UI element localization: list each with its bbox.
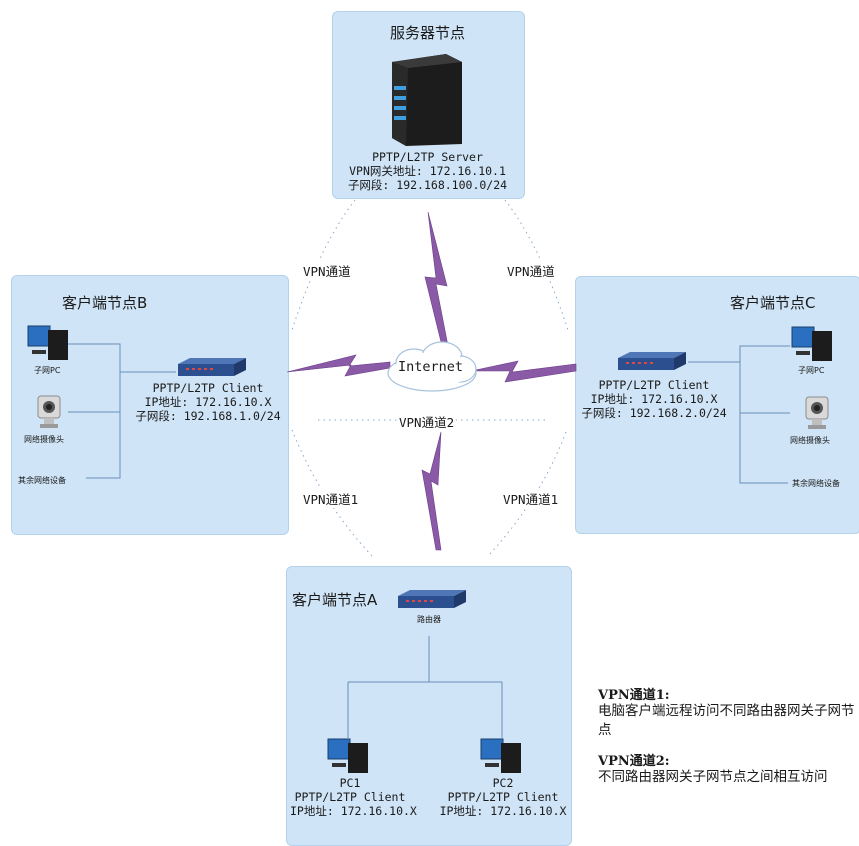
lightning-top xyxy=(424,211,449,347)
pc1-role: PPTP/L2TP Client xyxy=(294,790,406,804)
pc2-name: PC2 xyxy=(492,776,514,790)
internet-label: Internet xyxy=(398,359,464,375)
camera-icon xyxy=(805,396,829,429)
tunnel-label-middle: VPN通道2 xyxy=(397,412,457,431)
router-icon xyxy=(398,590,466,608)
client-a-panel xyxy=(286,566,572,846)
client-b-subnet: 子网段: 192.168.1.0/24 xyxy=(135,409,281,423)
pc-icon xyxy=(480,738,521,773)
server-icon xyxy=(392,54,462,146)
client-b-device-other: 其余网络设备 xyxy=(18,476,66,485)
client-c-role: PPTP/L2TP Client xyxy=(598,378,710,392)
client-a-router-label: 路由器 xyxy=(417,615,441,624)
server-node-title: 服务器节点 xyxy=(390,24,466,42)
tunnel-label-top-left: VPN通道 xyxy=(301,261,353,280)
tunnel-bottom-left xyxy=(291,429,373,557)
pc2-ip: IP地址: 172.16.10.X xyxy=(439,804,567,818)
client-b-role: PPTP/L2TP Client xyxy=(152,381,264,395)
tunnel-label-bottom-right: VPN通道1 xyxy=(501,489,561,508)
tunnel-label-top-right: VPN通道 xyxy=(505,261,557,280)
legend-tunnel2-desc: 不同路由器网关子网节点之间相互访问 xyxy=(598,769,828,785)
camera-icon xyxy=(37,395,61,428)
pc2-role: PPTP/L2TP Client xyxy=(447,790,559,804)
pc1-ip: IP地址: 172.16.10.X xyxy=(290,804,417,818)
pc-icon xyxy=(791,326,832,361)
client-c-device-other: 其余网络设备 xyxy=(792,479,840,488)
legend-tunnel1-desc: 电脑客户端远程访问不同路由器网关子网节点 xyxy=(598,703,855,738)
client-c-device-pc: 子网PC xyxy=(798,366,825,375)
client-b-device-pc: 子网PC xyxy=(34,366,61,375)
pc-icon xyxy=(27,325,68,360)
client-a-title: 客户端节点A xyxy=(292,591,378,609)
lightning-left xyxy=(286,354,391,377)
client-b-title: 客户端节点B xyxy=(62,294,148,312)
pc-icon xyxy=(327,738,368,773)
client-c-title: 客户端节点C xyxy=(730,294,816,312)
legend-tunnel1-title: VPN通道1: xyxy=(598,688,670,703)
client-c-device-camera: 网络摄像头 xyxy=(790,436,830,445)
client-c-ip: IP地址: 172.16.10.X xyxy=(590,392,718,406)
lightning-right xyxy=(470,360,577,383)
server-role: PPTP/L2TP Server xyxy=(372,150,483,164)
tunnel-label-bottom-left: VPN通道1 xyxy=(301,489,361,508)
server-subnet: 子网段: 192.168.100.0/24 xyxy=(347,178,508,192)
client-b-device-camera: 网络摄像头 xyxy=(24,435,64,444)
client-c-subnet: 子网段: 192.168.2.0/24 xyxy=(581,406,727,420)
server-gateway: VPN网关地址: 172.16.10.1 xyxy=(349,164,506,178)
client-b-ip: IP地址: 172.16.10.X xyxy=(144,395,272,409)
pc1-name: PC1 xyxy=(339,776,361,790)
cloud-icon xyxy=(387,341,477,392)
lightning-bottom xyxy=(421,431,442,551)
router-icon xyxy=(618,352,686,370)
legend-tunnel2-title: VPN通道2: xyxy=(598,754,670,769)
router-icon xyxy=(178,358,246,376)
